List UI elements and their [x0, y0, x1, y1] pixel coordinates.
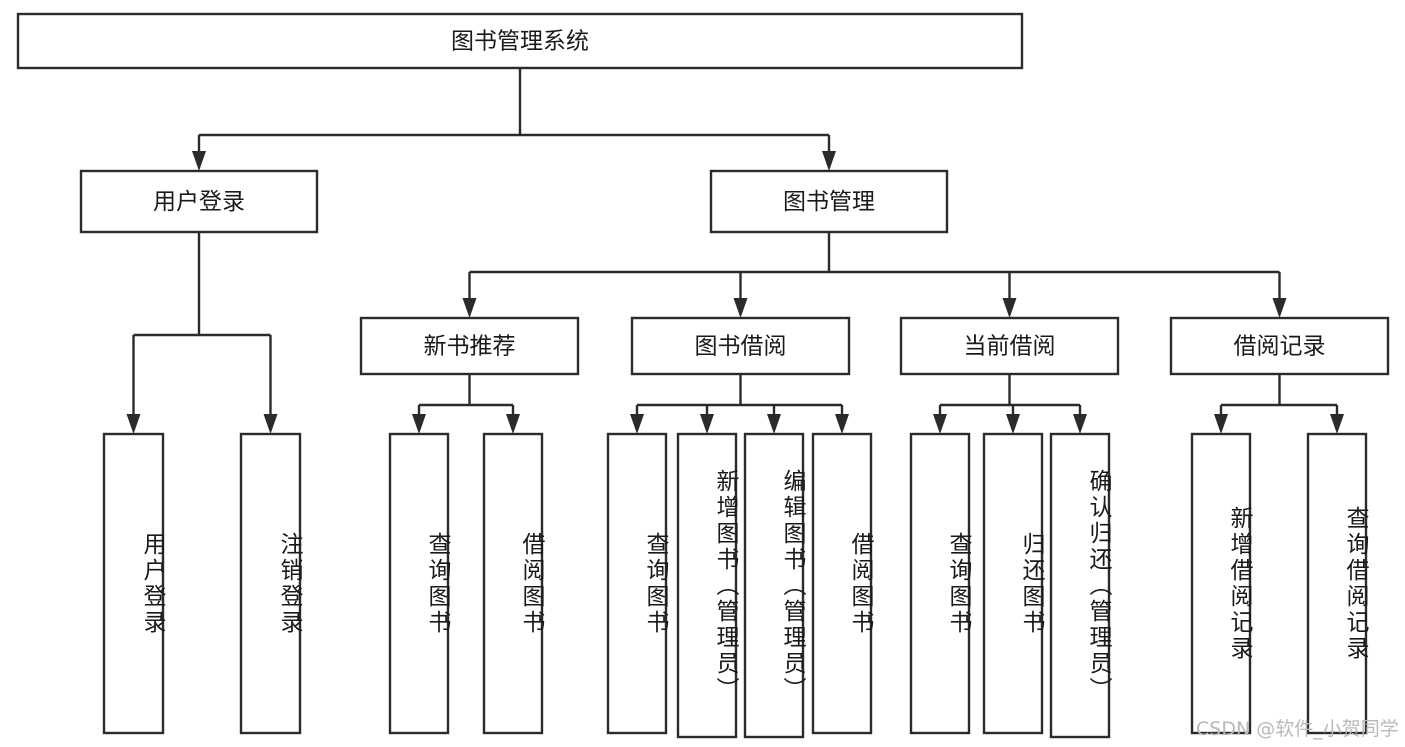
connector-arrowhead-f9 [933, 414, 947, 434]
node-box-f10[interactable] [982, 432, 1044, 735]
node-box-f4[interactable] [482, 432, 544, 735]
node-label-s2: 图书借阅 [695, 334, 787, 360]
node-label-s4: 借阅记录 [1234, 334, 1326, 360]
connector-arrowhead-f11 [1073, 414, 1087, 434]
node-box-f8[interactable] [811, 432, 873, 735]
node-box-f7[interactable] [743, 432, 805, 739]
node-box-f13[interactable] [1306, 432, 1368, 735]
connector-arrowhead-s4 [1272, 298, 1287, 318]
node-box-f11[interactable] [1049, 432, 1111, 739]
node-box-f2[interactable] [239, 432, 302, 735]
connector-arrowhead-f4 [506, 414, 520, 434]
node-box-f12[interactable] [1190, 432, 1252, 735]
node-label-s1: 新书推荐 [424, 334, 516, 360]
connector-arrowhead-f5 [630, 414, 644, 434]
connector-arrowhead-s1 [462, 298, 477, 318]
node-box-s4[interactable] [1169, 316, 1390, 376]
node-label-m2: 图书管理 [783, 189, 875, 215]
connector-arrowhead-m2 [822, 151, 836, 171]
node-box-s1[interactable] [359, 316, 580, 376]
node-box-layer [16, 12, 1390, 739]
connector-layer [126, 68, 1344, 434]
watermark-label: CSDN @软件_小贺同学 [1196, 718, 1399, 740]
connector-arrowhead-m1 [192, 151, 206, 171]
node-box-f5[interactable] [606, 432, 668, 735]
node-box-f3[interactable] [388, 432, 450, 735]
node-box-m2[interactable] [709, 169, 949, 234]
connector-arrowhead-f3 [412, 414, 426, 434]
node-box-f6[interactable] [676, 432, 738, 739]
node-box-s2[interactable] [630, 316, 851, 376]
node-label-m1: 用户登录 [153, 189, 245, 215]
node-label-s3: 当前借阅 [964, 334, 1056, 360]
connector-arrowhead-f6 [700, 414, 714, 434]
connector-arrowhead-f12 [1214, 414, 1228, 434]
node-box-f9[interactable] [909, 432, 971, 735]
connector-arrowhead-s3 [1002, 298, 1017, 318]
connector-arrowhead-f8 [835, 414, 849, 434]
connector-arrowhead-f7 [767, 414, 781, 434]
connector-arrowhead-s2 [733, 298, 748, 318]
connector-arrowhead-f1 [126, 414, 141, 434]
node-box-m1[interactable] [79, 169, 319, 234]
node-box-s3[interactable] [899, 316, 1120, 376]
connector-arrowhead-f2 [263, 414, 278, 434]
node-box-f1[interactable] [102, 432, 165, 735]
connector-arrowhead-f10 [1006, 414, 1020, 434]
node-box-root[interactable] [16, 12, 1024, 70]
connector-arrowhead-f13 [1330, 414, 1344, 434]
node-label-root: 图书管理系统 [451, 29, 589, 55]
